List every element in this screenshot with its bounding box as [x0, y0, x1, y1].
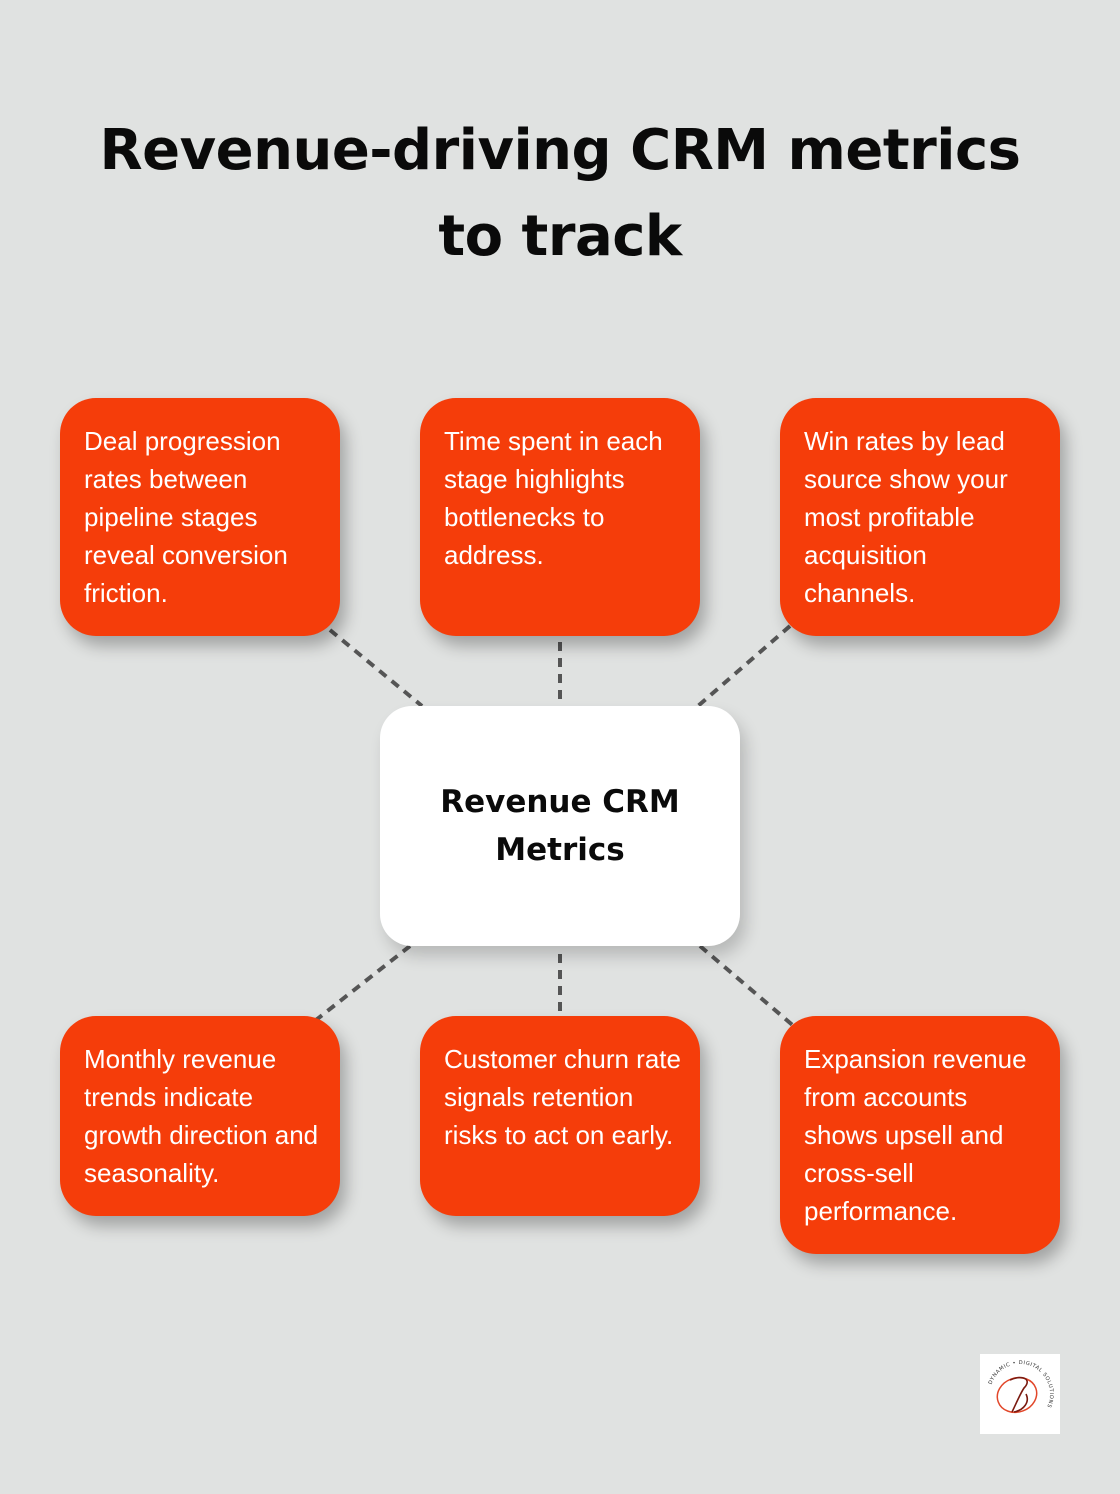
page-title: Revenue-driving CRM metrics to track	[99, 118, 1021, 269]
center-node: Revenue CRM Metrics	[380, 706, 740, 946]
connector-bottom-left	[314, 944, 412, 1022]
center-label: Revenue CRM Metrics	[440, 784, 680, 868]
metric-card-text: Win rates by lead source show your most …	[804, 426, 1008, 608]
metric-card-expansion-revenue: Expansion revenue from accounts shows up…	[780, 1016, 1060, 1254]
metric-card-monthly-revenue: Monthly revenue trends indicate growth d…	[60, 1016, 340, 1216]
metric-card-text: Monthly revenue trends indicate growth d…	[84, 1044, 319, 1188]
connector-top-right	[696, 624, 792, 708]
brand-logo: DYNAMIC • DIGITAL SOLUTIONS	[980, 1354, 1060, 1434]
connector-top-left	[328, 628, 424, 708]
brand-logo-icon: DYNAMIC • DIGITAL SOLUTIONS	[988, 1360, 1053, 1414]
metric-card-text: Customer churn rate signals retention ri…	[444, 1044, 681, 1150]
metric-card-text: Time spent in each stage highlights bott…	[444, 426, 663, 570]
metric-card-text: Deal progression rates between pipeline …	[84, 426, 288, 608]
connector-bottom-right	[698, 944, 798, 1030]
metric-card-churn-rate: Customer churn rate signals retention ri…	[420, 1016, 700, 1216]
metric-card-win-rates: Win rates by lead source show your most …	[780, 398, 1060, 636]
metric-card-text: Expansion revenue from accounts shows up…	[804, 1044, 1027, 1226]
metric-card-time-in-stage: Time spent in each stage highlights bott…	[420, 398, 700, 636]
metric-card-deal-progression: Deal progression rates between pipeline …	[60, 398, 340, 636]
